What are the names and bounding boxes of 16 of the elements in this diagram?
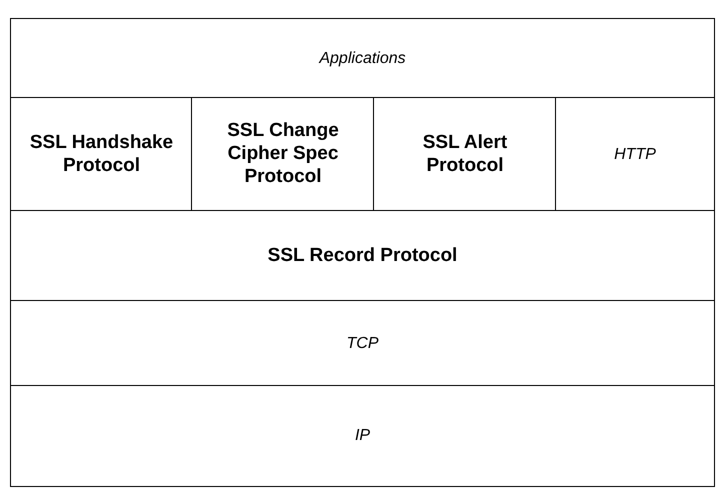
layer-label: SSL Record Protocol bbox=[268, 244, 458, 268]
protocol-layer-box bbox=[10, 385, 715, 487]
layer-label: SSL Alert Protocol bbox=[422, 132, 508, 178]
protocol-layer-box bbox=[10, 210, 715, 302]
layer-label: SSL Change Cipher Spec Protocol bbox=[226, 120, 340, 189]
layer-label: TCP bbox=[346, 334, 378, 354]
protocol-layer-box bbox=[10, 97, 193, 212]
layer-label: Applications bbox=[319, 48, 406, 68]
protocol-layer-box bbox=[191, 97, 375, 212]
protocol-layer-box bbox=[10, 18, 715, 99]
layer-label: IP bbox=[354, 426, 370, 446]
protocol-layer-box bbox=[10, 300, 715, 387]
layer-label: HTTP bbox=[614, 144, 656, 164]
protocol-layer-box bbox=[373, 97, 557, 212]
layer-label: SSL Handshake Protocol bbox=[28, 132, 174, 178]
protocol-layer-box bbox=[555, 97, 715, 212]
